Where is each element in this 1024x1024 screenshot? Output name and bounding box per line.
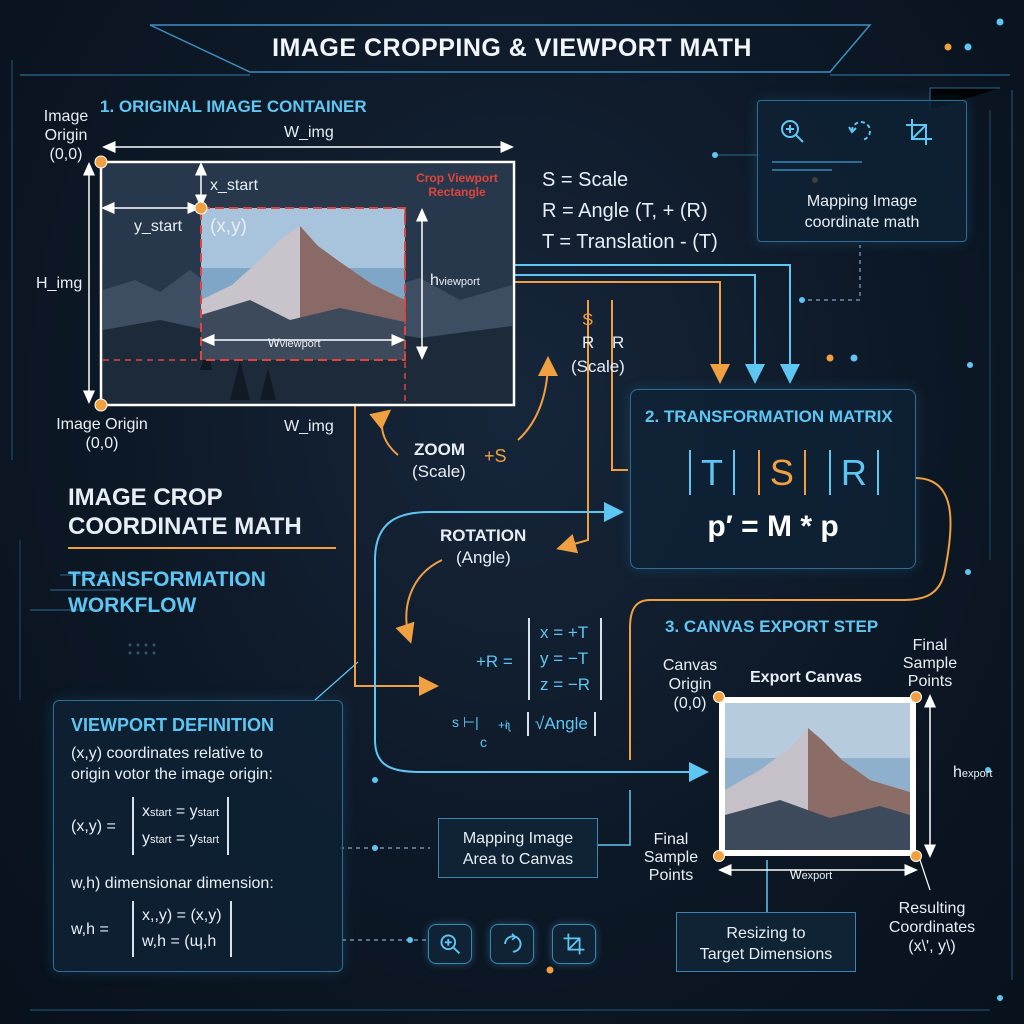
- rotation-eq-angle: √Angle: [527, 712, 596, 736]
- transformation-matrix-panel: 2. TRANSFORMATION MATRIX T S R p′ = M * …: [630, 389, 916, 569]
- viewport-wh-prefix: w,h =: [71, 921, 109, 938]
- w-export-label: wexport: [790, 866, 833, 883]
- image-origin-bottom-label: Image Origin(0,0): [56, 416, 148, 452]
- zoom-in-icon[interactable]: [778, 117, 806, 150]
- crop-icon: [563, 933, 585, 955]
- mapping-panel-line1: Mapping Image: [806, 193, 918, 210]
- x-start-label: x_start: [210, 177, 259, 194]
- w-img-bottom-label: W_img: [284, 418, 334, 435]
- section2-heading: 2. TRANSFORMATION MATRIX: [645, 407, 893, 426]
- viewport-wh-matrix: x,,y) = (x,y)w,h = (ɰ,h: [132, 901, 232, 957]
- rotate-button[interactable]: [490, 924, 534, 964]
- viewport-xy-prefix: (x,y) =: [71, 818, 116, 835]
- mapping-image-panel: Mapping Image coordinate math: [757, 100, 967, 242]
- rotation-eq-prefix: +R =: [476, 652, 513, 671]
- point-xy-label: (x,y): [210, 216, 247, 237]
- left-title-divider: [68, 547, 336, 549]
- mapping-panel-line2: coordinate math: [804, 214, 920, 231]
- export-canvas-label: Export Canvas: [750, 669, 863, 686]
- h-img-label: H_img: [36, 275, 83, 292]
- w-viewport-label: wviewport: [268, 334, 321, 351]
- section1-heading: 1. ORIGINAL IMAGE CONTAINER: [100, 97, 367, 116]
- zoom-scale-label: (Scale): [412, 462, 466, 481]
- w-img-top-label: W_img: [284, 124, 334, 141]
- rotation-eq-c-glyph: c: [480, 734, 487, 750]
- crop-icon[interactable]: [904, 117, 934, 152]
- flow-label-r: R: [582, 333, 595, 352]
- h-export-label: hexport: [953, 764, 993, 781]
- h-viewport-label: hviewport: [430, 272, 480, 289]
- rotation-eq-s-glyph: s ⊢|: [452, 714, 479, 730]
- rotate-icon[interactable]: [846, 117, 876, 150]
- crop-button[interactable]: [552, 924, 596, 964]
- y-start-label: y_start: [134, 218, 183, 235]
- viewport-definition-panel: VIEWPORT DEFINITION (x,y) coordinates re…: [53, 700, 343, 972]
- matrix-s: S: [757, 450, 806, 495]
- rotate-icon: [504, 933, 522, 953]
- rotation-label: ROTATION: [440, 526, 527, 545]
- matrix-r: R: [828, 450, 879, 495]
- flow-label-scale: (Scale): [571, 357, 625, 376]
- viewport-def-heading: VIEWPORT DEFINITION: [71, 715, 275, 735]
- flow-label-r2: R: [612, 333, 625, 352]
- zoom-in-icon: [440, 934, 461, 955]
- zoom-in-button[interactable]: [428, 924, 472, 964]
- matrix-t: T: [689, 450, 735, 495]
- crop-viewport-rectangle: [200, 207, 406, 361]
- export-canvas-image: [725, 703, 910, 850]
- rotation-angle-label: (Angle): [456, 548, 511, 567]
- diagram-title: IMAGE CROPPING & VIEWPORT MATH: [272, 34, 752, 62]
- rotation-eq-small-glyph: +ɨʅ: [498, 718, 511, 732]
- zoom-label: ZOOM: [414, 440, 465, 459]
- matrix-equation: p′ = M * p: [707, 510, 839, 543]
- flow-label-s: S: [582, 310, 594, 329]
- viewport-wh-desc: w,h) dimensionar dimension:: [71, 875, 274, 892]
- section3-heading: 3. CANVAS EXPORT STEP: [665, 617, 879, 636]
- viewport-xy-matrix: xstart = ystart ystart = ystart: [132, 797, 230, 855]
- plus-s-label: +S: [484, 446, 507, 466]
